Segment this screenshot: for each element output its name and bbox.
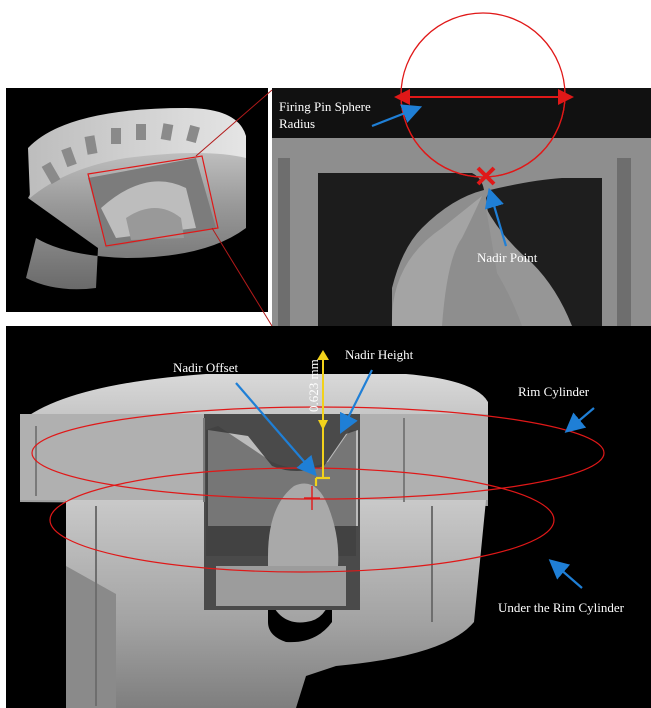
cutaway-overview-render	[6, 88, 268, 312]
cutaway-overview-panel	[6, 88, 268, 312]
ct-slice-render	[272, 88, 651, 326]
ct-slice-panel	[272, 88, 651, 326]
cutaway-closeup-render	[6, 326, 651, 708]
cutaway-closeup-panel	[6, 326, 651, 708]
